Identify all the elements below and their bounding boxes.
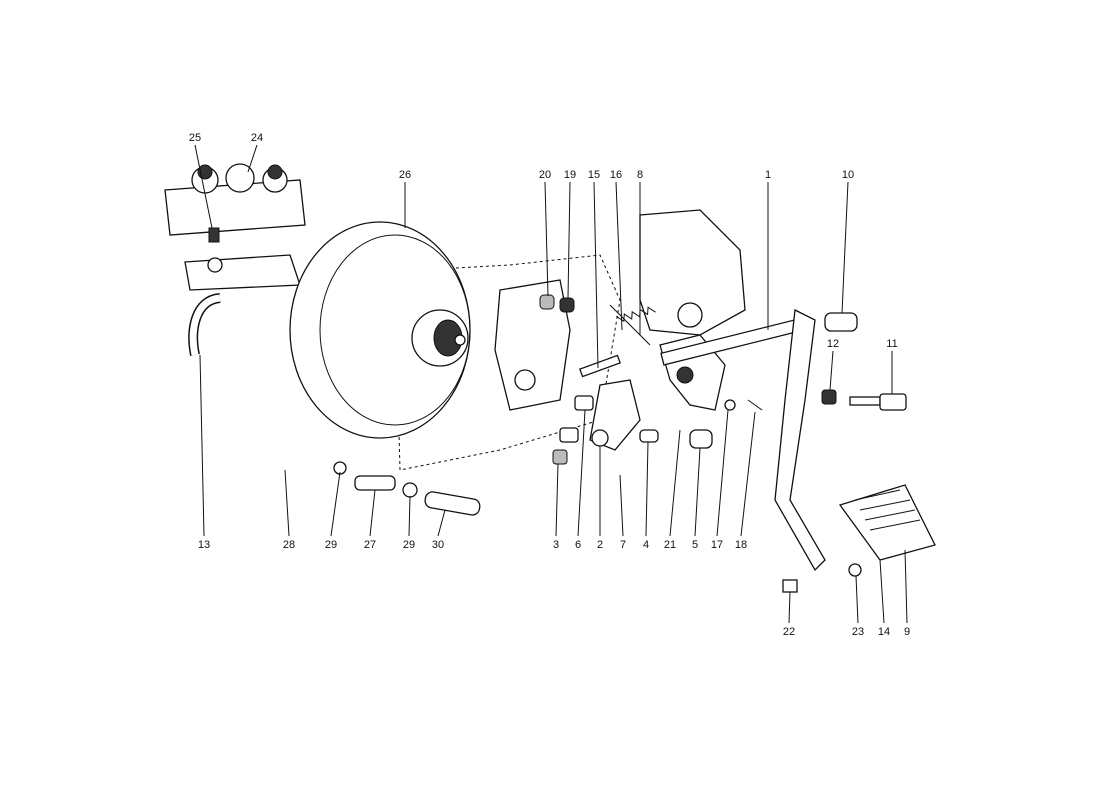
callout-labels: 25 24 26 20 19 15 16 8 1 10 12 11 13 28 … (189, 132, 910, 638)
callout-29a: 29 (325, 539, 337, 551)
vacuum-hose (188, 293, 326, 472)
callout-25: 25 (189, 132, 201, 144)
pedal-parts (539, 294, 936, 593)
callout-8: 8 (637, 169, 643, 181)
callout-28: 28 (283, 539, 295, 551)
callout-6: 6 (575, 539, 581, 551)
callout-9: 9 (904, 626, 910, 638)
callout-12: 12 (827, 338, 839, 350)
callout-26: 26 (399, 169, 411, 181)
callout-30: 30 (432, 539, 444, 551)
hose-fittings (333, 461, 481, 516)
pedal-bracket (394, 209, 746, 471)
callout-24: 24 (251, 132, 263, 144)
callout-23: 23 (852, 626, 864, 638)
callout-5: 5 (692, 539, 698, 551)
fluid-reservoir (164, 163, 306, 243)
callout-18: 18 (735, 539, 747, 551)
brake-booster (289, 221, 471, 439)
callout-20: 20 (539, 169, 551, 181)
callout-16: 16 (610, 169, 622, 181)
callout-17: 17 (711, 539, 723, 551)
callout-15: 15 (588, 169, 600, 181)
callout-13: 13 (198, 539, 210, 551)
callout-11: 11 (886, 338, 897, 350)
leader-lines (194, 144, 908, 624)
callout-7: 7 (620, 539, 626, 551)
callout-10: 10 (842, 169, 854, 181)
callout-22: 22 (783, 626, 795, 638)
callout-3: 3 (553, 539, 559, 551)
callout-27: 27 (364, 539, 376, 551)
callout-21: 21 (664, 539, 676, 551)
callout-19: 19 (564, 169, 576, 181)
callout-1: 1 (765, 169, 771, 181)
callout-4: 4 (643, 539, 649, 551)
callout-2: 2 (597, 539, 603, 551)
callout-29b: 29 (403, 539, 415, 551)
master-cylinder (184, 254, 301, 291)
callout-14: 14 (878, 626, 890, 638)
